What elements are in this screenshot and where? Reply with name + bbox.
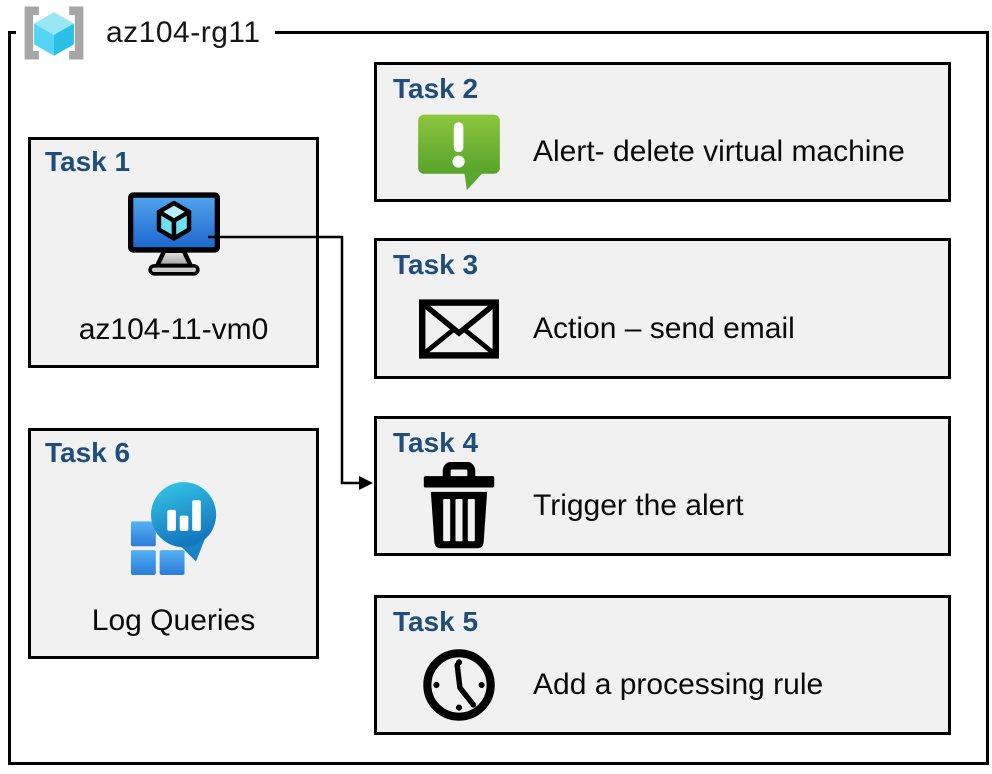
task-box-3: Task 3 Action – send email	[374, 238, 951, 379]
resource-group-header: az104-rg11	[16, 2, 275, 64]
task-box-1: Task 1	[28, 137, 319, 368]
task-3-caption: Action – send email	[533, 311, 795, 345]
trash-icon	[413, 462, 505, 550]
resource-group-icon	[18, 3, 90, 63]
alert-icon	[413, 112, 505, 192]
task-1-label: Task 1	[45, 146, 131, 177]
log-queries-icon	[129, 481, 219, 577]
task-box-4: Task 4 Trigger the alert	[374, 416, 951, 556]
task-2-label: Task 2	[393, 73, 479, 104]
task-box-6: Task 6 Log Q	[28, 428, 319, 659]
virtual-machine-icon	[127, 190, 220, 278]
email-icon	[413, 298, 505, 359]
task-2-caption: Alert- delete virtual machine	[533, 135, 905, 168]
task-1-caption: az104-11-vm0	[78, 313, 269, 346]
task-4-label: Task 4	[393, 427, 479, 458]
task-box-5: Task 5 Add a processing rule	[374, 595, 951, 735]
resource-group-title: az104-rg11	[106, 16, 261, 49]
task-6-label: Task 6	[45, 437, 131, 468]
task-5-caption: Add a processing rule	[533, 668, 824, 701]
task-3-label: Task 3	[393, 249, 479, 280]
clock-icon	[413, 647, 505, 723]
task-box-2: Task 2 Alert- delete virtual machine	[374, 62, 951, 202]
resource-group-frame	[8, 31, 989, 765]
task-6-caption: Log Queries	[91, 604, 256, 637]
task-4-caption: Trigger the alert	[533, 489, 744, 522]
task-5-label: Task 5	[393, 606, 479, 637]
